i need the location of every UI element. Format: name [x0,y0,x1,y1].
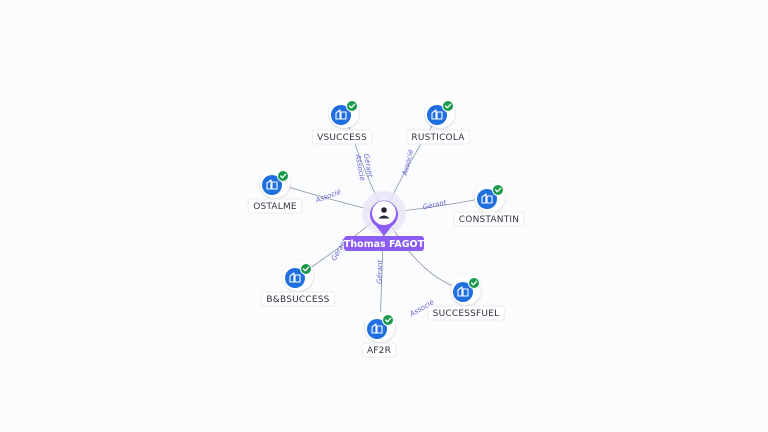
verified-check-icon [346,100,358,112]
company-node-successfuel[interactable]: SUCCESSFUEL [427,275,505,321]
company-name: AF2R [367,346,391,356]
company-label-box [453,211,525,227]
company-name: RUSTICOLA [411,133,465,143]
verified-check-icon [468,277,480,289]
edge-label: Gérant [422,199,447,212]
company-name: OSTALME [253,202,297,212]
company-name: SUCCESSFUEL [433,309,500,319]
company-building-icon [371,323,383,334]
edge-label: Associé [314,188,343,205]
company-building-icon [289,272,301,283]
verified-check-icon [492,184,504,196]
verified-check-icon [277,170,289,182]
company-name: VSUCCESS [317,133,367,143]
company-building-icon [457,286,469,297]
company-building-icon [431,109,443,120]
company-node-rusticola[interactable]: RUSTICOLA [405,98,471,145]
company-building-icon [481,193,493,204]
verified-check-icon [300,263,312,275]
person-name: Thomas FAGOT [344,239,425,250]
company-label-box [247,198,303,214]
person-badge [372,201,396,225]
company-name: B&BSUCCESS [266,295,329,305]
person-icon [378,207,390,219]
person-name-badge [344,236,424,251]
nodes-layer: VSUCCESS RUSTICOLA OSTALME CONSTANTIN B&BSUC… [247,98,525,358]
person-node[interactable]: Thomas FAGOT [344,191,425,251]
company-label-box [405,129,471,145]
company-node-ostalme[interactable]: OSTALME [247,168,303,214]
company-node-vsuccess[interactable]: VSUCCESS [311,98,373,145]
company-node-af2r[interactable]: AF2R [361,312,397,358]
company-building-icon [266,179,278,190]
verified-check-icon [382,314,394,326]
company-label-box [311,129,373,145]
verified-check-icon [442,100,454,112]
company-node-bbsuccess[interactable]: B&BSUCCESS [260,261,336,307]
company-label-box [427,305,505,321]
company-name: CONSTANTIN [459,215,519,225]
company-node-constantin[interactable]: CONSTANTIN [453,182,525,227]
edge-label: Gérant [376,260,385,285]
edge-label: Associé [401,148,416,177]
company-label-box [260,291,336,307]
company-building-icon [335,109,347,120]
company-label-box [361,342,397,358]
